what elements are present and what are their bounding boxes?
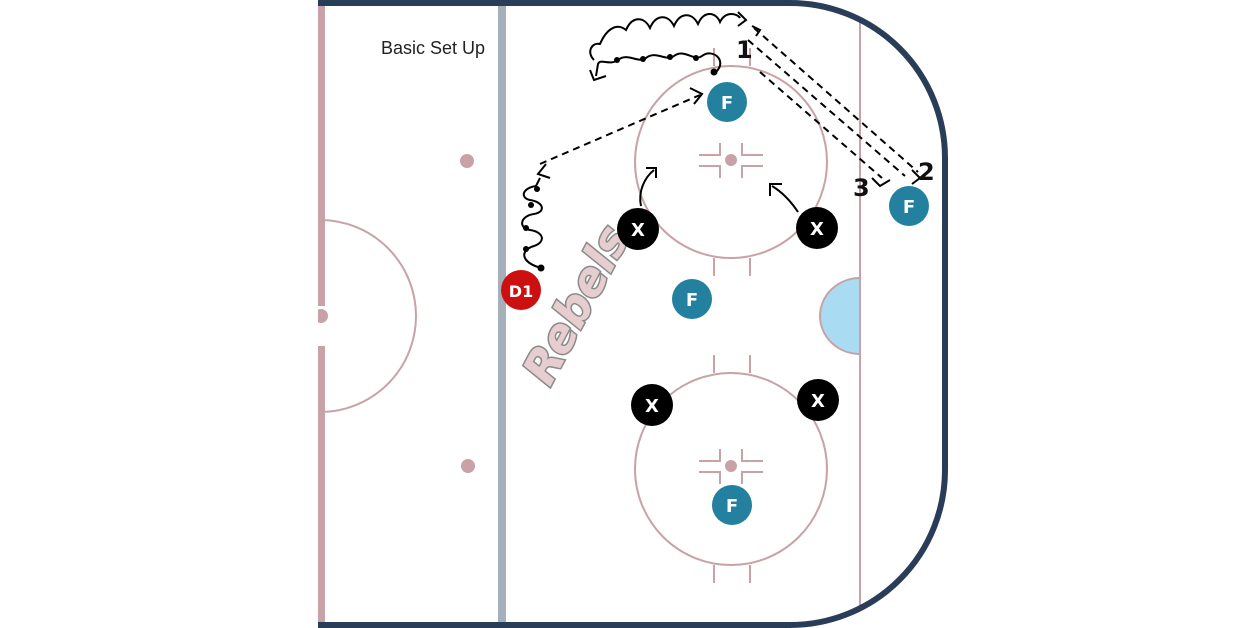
pass-3 <box>759 71 883 179</box>
x-left-arrowhead <box>646 167 657 178</box>
neutral-dot-bottom <box>461 459 475 473</box>
f-curl-skate-path <box>595 52 722 77</box>
faceoff-circle-top <box>634 48 828 276</box>
opponent-x-bottom-right[interactable]: X <box>797 379 839 421</box>
forward-player-corner[interactable]: F <box>889 186 929 226</box>
f-wavy-stop-mark <box>737 11 748 27</box>
opponent-label: X <box>631 220 645 241</box>
diagram-title: Basic Set Up <box>381 38 485 58</box>
f-curl-start-mark <box>589 69 607 82</box>
forward-label: F <box>903 197 915 218</box>
goal-crease <box>819 276 861 356</box>
pass-1 <box>753 27 919 173</box>
opponent-label: X <box>810 219 824 240</box>
x-right-arrowhead <box>769 183 782 196</box>
forward-label: F <box>726 496 738 517</box>
opponent-x-top-right[interactable]: X <box>796 207 838 249</box>
forward-player-top[interactable]: F <box>707 82 747 122</box>
f-wavy-skate-upper <box>589 13 741 61</box>
pass-d1-arrowhead <box>689 87 704 105</box>
d1-puck <box>537 264 545 272</box>
d1-stop-mark <box>536 163 551 179</box>
sequence-label-1: 1 <box>736 36 753 64</box>
faceoff-circle-bottom <box>634 355 828 583</box>
center-dot-gap <box>318 306 329 346</box>
blue-line <box>498 3 506 625</box>
forward-label: F <box>721 93 733 114</box>
defense-label: D1 <box>509 282 533 301</box>
forward-player-bottom[interactable]: F <box>712 485 752 525</box>
pass-1-arrowhead <box>751 25 762 37</box>
d1-puck-dots <box>523 186 540 252</box>
center-faceoff-circle <box>319 219 417 413</box>
x-right-skate-arrow <box>771 185 799 213</box>
pass-2 <box>747 39 906 177</box>
rink-boards <box>318 0 948 628</box>
opponent-x-top-left[interactable]: X <box>617 208 659 250</box>
sequence-label-3: 3 <box>853 174 870 202</box>
sequence-label-2: 2 <box>918 158 935 186</box>
opponent-label: X <box>811 391 825 412</box>
ice-surface <box>318 3 945 625</box>
center-dot <box>318 309 328 323</box>
defense-player-d1[interactable]: D1 <box>501 270 541 310</box>
neutral-dot-top <box>460 154 474 168</box>
pass-2-arrowhead <box>911 169 922 185</box>
opponent-label: X <box>645 396 659 417</box>
f-curl-puck-dots <box>614 54 718 76</box>
opponent-x-bottom-left[interactable]: X <box>631 384 673 426</box>
pass-3-arrowhead <box>871 177 891 188</box>
pass-d1-to-f <box>539 94 701 165</box>
forward-label: F <box>686 290 698 311</box>
d1-skate-path <box>521 177 543 269</box>
forward-player-slot[interactable]: F <box>672 279 712 319</box>
x-left-skate-arrow <box>639 169 655 207</box>
